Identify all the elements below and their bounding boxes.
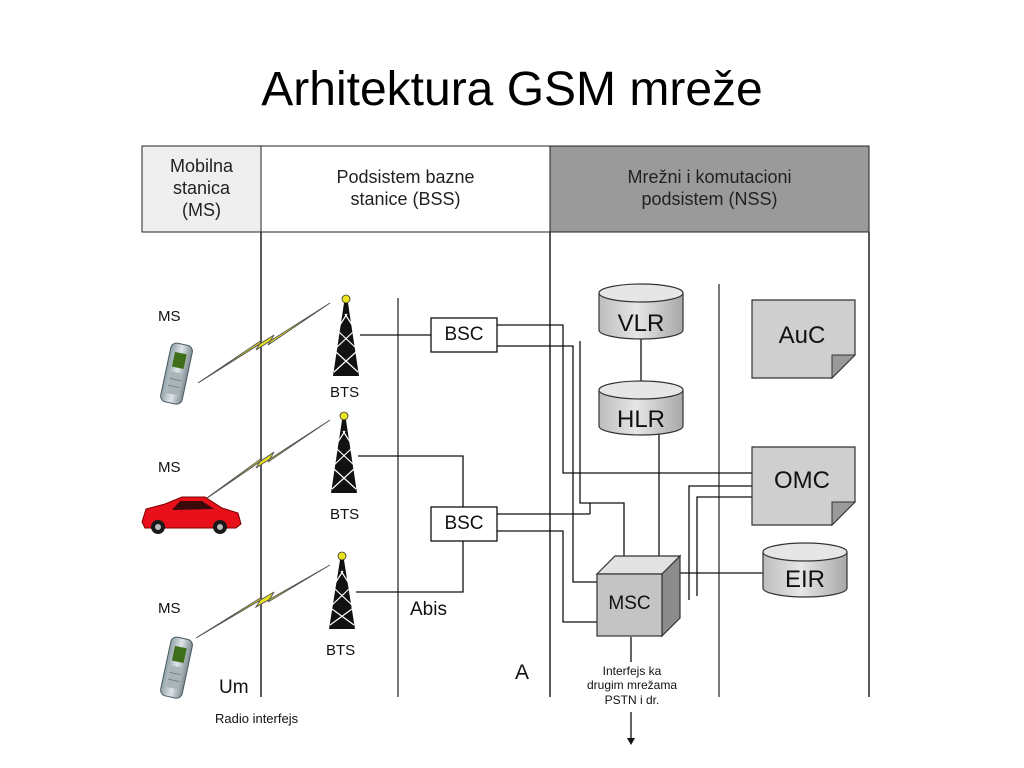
bts-tower-icon [333,294,359,376]
header-ms: Mobilna stanica (MS) [169,156,234,220]
slide-title: Arhitektura GSM mreže [261,63,763,116]
a-interface-label: A [515,661,530,684]
auc-label: AuC [778,322,826,349]
hlr-database-icon [598,380,684,436]
omc-document-icon [751,446,857,527]
car-icon [141,496,242,534]
header-bss-cell [260,145,551,233]
ms-label: MS [158,459,181,476]
radio-interface-label: Radio interfejs [215,711,299,726]
msc-label: MSC [608,593,651,614]
eir-label: EIR [784,566,825,593]
header-nss: Mrežni i komutacioni podsistem (NSS) [627,167,792,209]
mobile-phone-icon [160,636,193,699]
radio-link-1 [197,302,331,384]
ms-label: MS [158,600,181,617]
header-ms-cell [141,145,262,233]
header-bss: Podsistem bazne stanice (BSS) [336,167,475,209]
omc-label: OMC [774,467,830,494]
ms-label: MS [158,308,181,325]
auc-document-icon [751,299,857,380]
bts-label: BTS [330,384,360,401]
bsc-label: BSC [444,324,484,345]
vlr-database-icon [598,283,684,340]
bts-label: BTS [326,642,356,659]
other-networks-interface-label: Interfejs ka drugim mrežama PSTN i dr. [586,664,678,707]
radio-link-2 [199,419,331,504]
vlr-label: VLR [617,310,665,337]
bsc-box [430,317,498,353]
msc-cube-icon [595,554,682,638]
connection-lines [356,324,764,745]
bsc-label: BSC [444,513,484,534]
bts-tower-icon [331,411,357,493]
hlr-label: HLR [616,406,665,433]
abis-interface-label: Abis [410,599,447,620]
bts-label: BTS [330,506,360,523]
um-interface-label: Um [219,677,249,698]
header-nss-cell [549,145,870,233]
radio-link-3 [195,564,331,639]
mobile-phone-icon [160,342,193,405]
eir-database-icon [762,542,848,598]
bts-tower-icon [329,551,355,629]
bsc-box [430,506,498,542]
